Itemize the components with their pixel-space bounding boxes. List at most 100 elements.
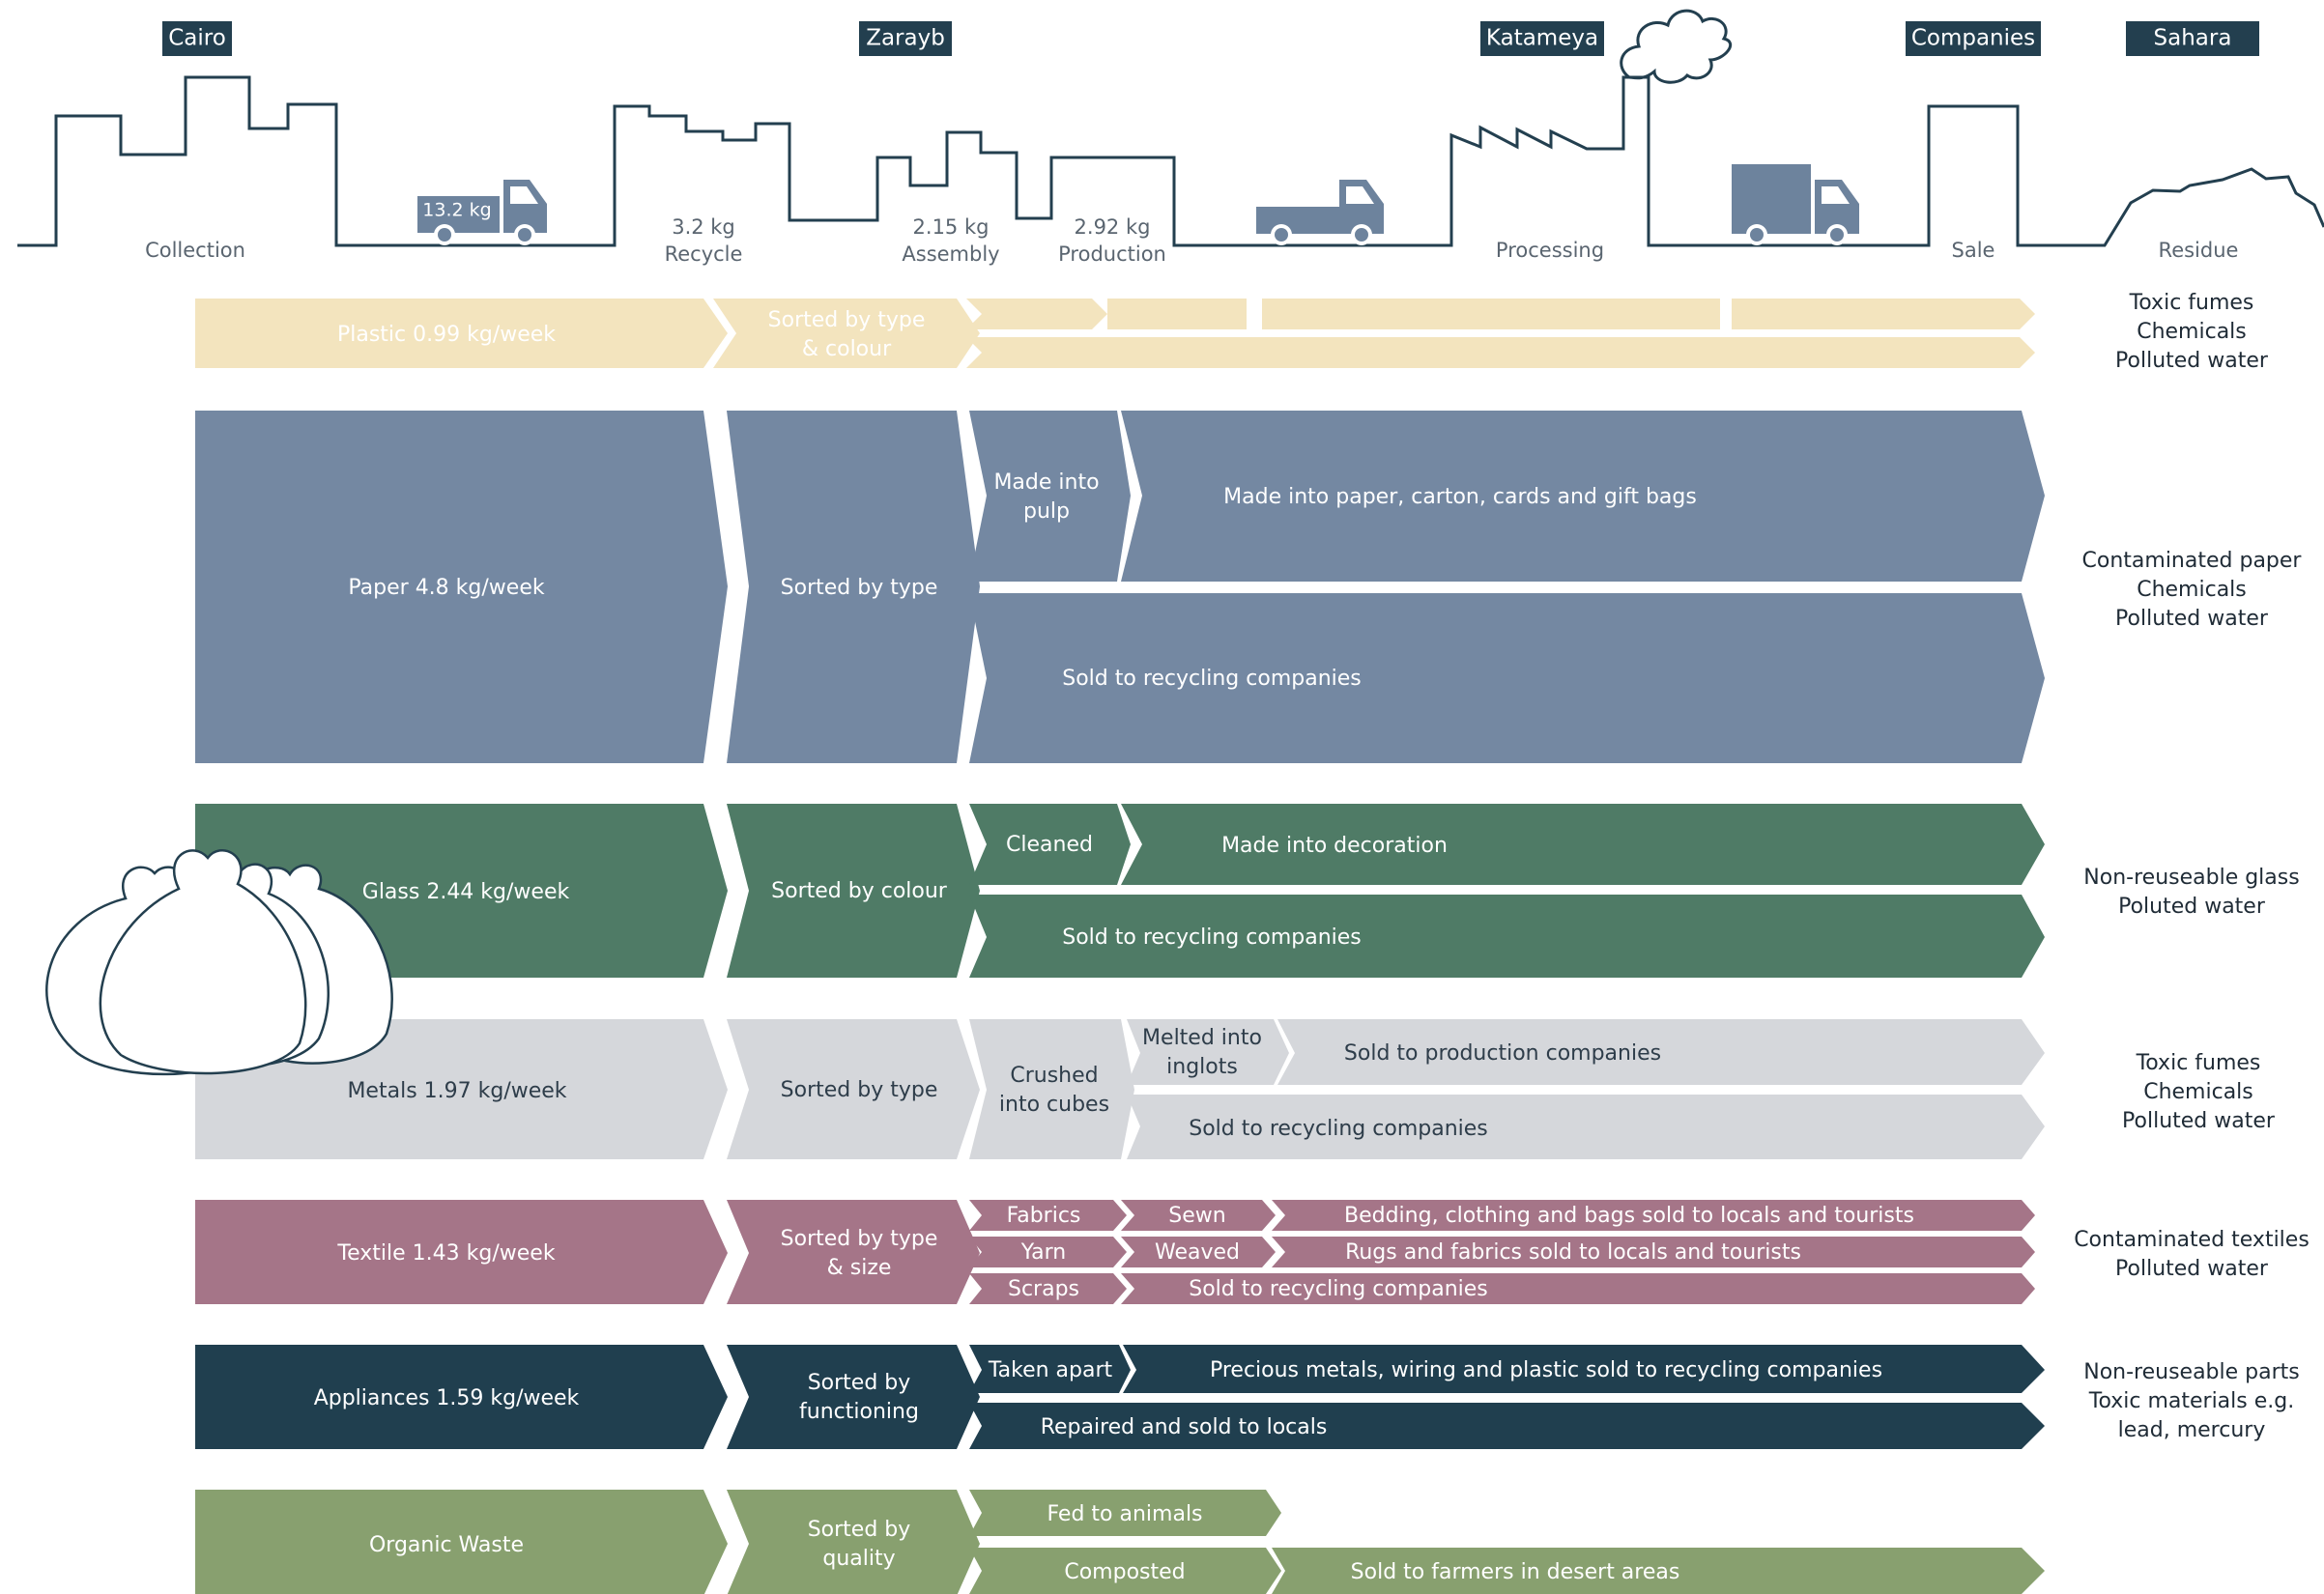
appliances-step-label: Taken apart bbox=[988, 1358, 1113, 1382]
organic-out1-arrow bbox=[969, 1490, 1281, 1536]
flow-row-glass: Glass 2.44 kg/week Sorted by colour Clea… bbox=[195, 804, 2045, 978]
organic-source-label: Organic Waste bbox=[369, 1533, 524, 1557]
textile-out-bedding bbox=[1272, 1200, 2035, 1231]
paper-out1-label: Made into paper, carton, cards and gift … bbox=[1223, 485, 1697, 509]
factory-smoke-icon bbox=[1620, 9, 1733, 84]
truck-load-label: 13.2 kg bbox=[422, 200, 491, 221]
textile-out-label: Sold to recycling companies bbox=[1189, 1277, 1488, 1301]
metals-sort-label: Sorted by type bbox=[781, 1078, 938, 1102]
metals-out2-label: Sold to recycling companies bbox=[1189, 1117, 1488, 1141]
textile-sub-label: Yarn bbox=[1020, 1240, 1067, 1265]
stage-label-processing: Processing bbox=[1496, 239, 1604, 262]
textile-out-rugs bbox=[1272, 1237, 2035, 1267]
location-tag-companies: Companies bbox=[1906, 21, 2041, 56]
plastic-sort-arrow bbox=[713, 299, 980, 368]
textile-sort-arrow bbox=[727, 1200, 980, 1304]
location-tag-zarayb: Zarayb bbox=[859, 21, 952, 56]
glass-step-arrow bbox=[969, 804, 1131, 885]
textile-sub-label: Scraps bbox=[1008, 1277, 1079, 1301]
textile-out-label: Bedding, clothing and bags sold to local… bbox=[1344, 1204, 1914, 1228]
textile-source-label: Textile 1.43 kg/week bbox=[336, 1241, 555, 1266]
svg-text:Sahara: Sahara bbox=[2154, 26, 2232, 51]
organic-out2-label: Sold to farmers in desert areas bbox=[1351, 1560, 1680, 1584]
metals-step-arrow bbox=[969, 1019, 1134, 1159]
paper-out1-arrow bbox=[1121, 411, 2045, 582]
paper-step-arrow bbox=[969, 411, 1131, 582]
organic-sort-arrow bbox=[727, 1490, 980, 1594]
location-tag-cairo: Cairo bbox=[162, 21, 232, 56]
glass-source-label: Glass 2.44 kg/week bbox=[362, 880, 570, 904]
city-skyline-outline bbox=[17, 75, 2324, 247]
textile-sub-scraps bbox=[969, 1273, 1127, 1304]
textile-sort-label: Sorted by type& size bbox=[781, 1227, 938, 1280]
paper-source-arrow bbox=[195, 411, 728, 763]
metals-out1-label: Sold to production companies bbox=[1344, 1041, 1661, 1066]
textile-proc-label: Sewn bbox=[1168, 1204, 1225, 1228]
svg-text:Cairo: Cairo bbox=[168, 26, 226, 51]
organic-out1-label: Fed to animals bbox=[1047, 1502, 1202, 1526]
svg-text:Companies: Companies bbox=[1911, 26, 2035, 51]
organic-source-arrow bbox=[195, 1490, 728, 1594]
appliances-out2-label: Repaired and sold to locals bbox=[1041, 1415, 1328, 1439]
appliances-out2-arrow bbox=[969, 1403, 2045, 1449]
appliances-source-arrow bbox=[195, 1345, 728, 1449]
metals-sort-arrow bbox=[727, 1019, 980, 1159]
textile-out-recycling bbox=[1121, 1273, 2035, 1304]
metals-out2-arrow bbox=[1127, 1095, 2045, 1159]
plastic-stream-3 bbox=[1262, 299, 1720, 329]
flow-row-plastic: Plastic 0.99 kg/week Sorted by type& col… bbox=[195, 299, 2035, 368]
metals-step2-arrow bbox=[1127, 1019, 1289, 1085]
textile-proc-weaved bbox=[1121, 1237, 1276, 1267]
appliances-sort-arrow bbox=[727, 1345, 980, 1449]
metals-source-label: Metals 1.97 kg/week bbox=[347, 1079, 566, 1103]
appliances-source-label: Appliances 1.59 kg/week bbox=[314, 1386, 580, 1410]
glass-step-label: Cleaned bbox=[1006, 833, 1093, 857]
paper-sort-arrow bbox=[727, 411, 980, 763]
plastic-stream-5 bbox=[966, 337, 2035, 368]
stage-label-collection: Collection bbox=[145, 239, 245, 262]
textile-out-label: Rugs and fabrics sold to locals and tour… bbox=[1345, 1240, 1801, 1265]
textile-sub-yarn bbox=[969, 1237, 1127, 1267]
svg-text:Katameya: Katameya bbox=[1486, 26, 1598, 51]
truck-icon-zarayb bbox=[1256, 180, 1384, 245]
textile-proc-label: Weaved bbox=[1155, 1240, 1240, 1265]
plastic-source-label: Plastic 0.99 kg/week bbox=[337, 323, 556, 347]
flow-row-metals: Metals 1.97 kg/week Sorted by type Crush… bbox=[195, 1019, 2045, 1159]
svg-text:Zarayb: Zarayb bbox=[866, 26, 945, 51]
textile-sub-fabrics bbox=[969, 1200, 1127, 1231]
plastic-sort-label: Sorted by type& colour bbox=[768, 308, 926, 361]
paper-sort-label: Sorted by type bbox=[781, 576, 938, 600]
paper-out2-label: Sold to recycling companies bbox=[1062, 667, 1362, 691]
plastic-source-arrow bbox=[195, 299, 728, 368]
paper-source-label: Paper 4.8 kg/week bbox=[348, 576, 544, 600]
glass-sort-arrow bbox=[727, 804, 980, 978]
appliances-out1-label: Precious metals, wiring and plastic sold… bbox=[1210, 1358, 1882, 1382]
organic-step-label: Composted bbox=[1064, 1560, 1185, 1584]
stage-label-sale: Sale bbox=[1952, 239, 1995, 262]
garbage-bags-icon bbox=[45, 848, 393, 1076]
location-tag-katameya: Katameya bbox=[1480, 21, 1604, 56]
flow-row-paper: Paper 4.8 kg/week Sorted by type Made in… bbox=[195, 411, 2045, 763]
organic-step-arrow bbox=[969, 1548, 1281, 1594]
appliances-step-arrow bbox=[969, 1345, 1131, 1393]
glass-out2-label: Sold to recycling companies bbox=[1062, 925, 1362, 950]
textile-sub-label: Fabrics bbox=[1007, 1204, 1081, 1228]
textile-source-arrow bbox=[195, 1200, 728, 1304]
truck-icon-katameya bbox=[1732, 164, 1859, 245]
plastic-stream-4 bbox=[1732, 299, 2035, 329]
glass-out1-arrow bbox=[1121, 804, 2045, 885]
metals-out1-arrow bbox=[1277, 1019, 2045, 1085]
